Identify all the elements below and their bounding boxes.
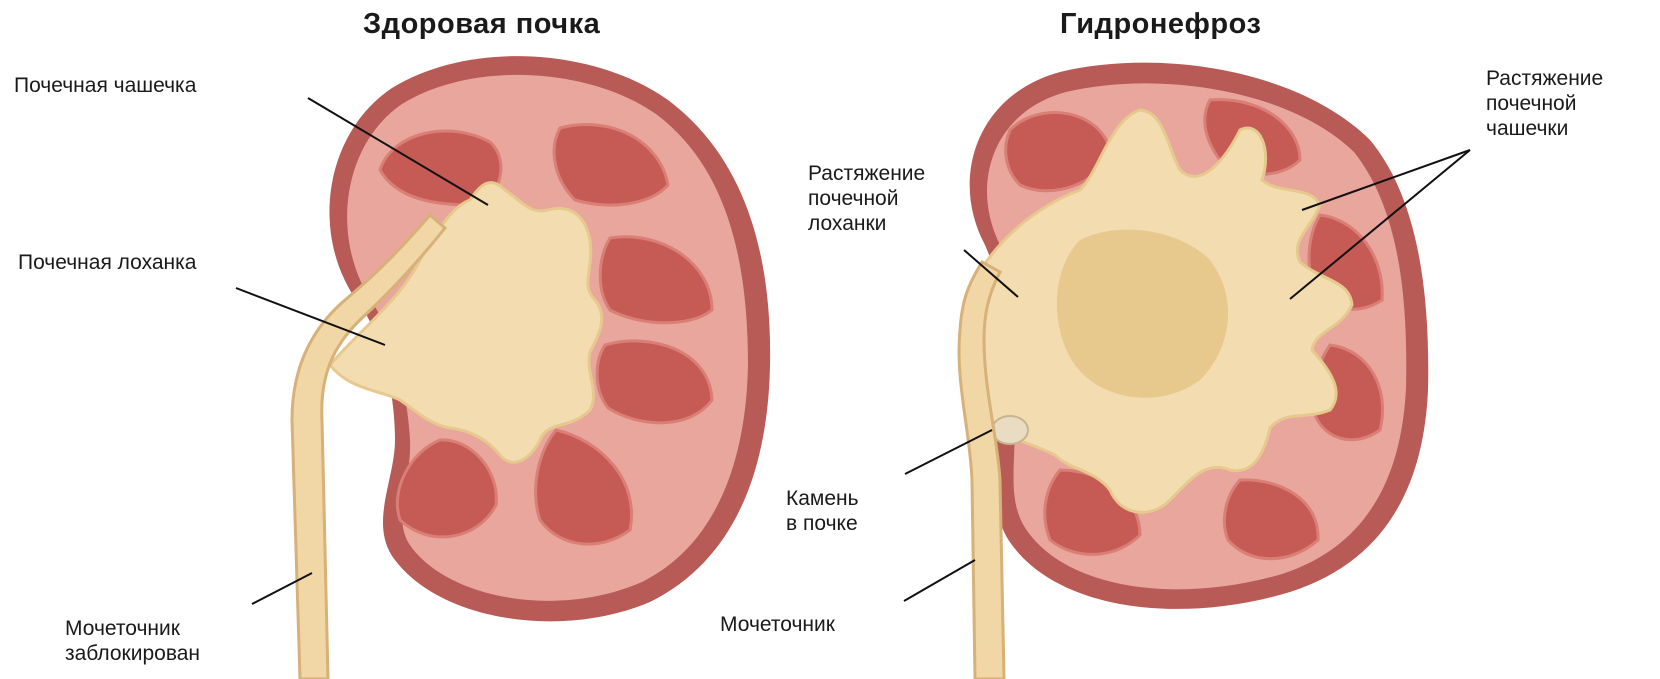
hydronephrosis-kidney-illustration: [959, 63, 1428, 679]
healthy-kidney-illustration: [292, 56, 770, 679]
hydronephrosis-title: Гидронефроз: [1060, 8, 1261, 41]
leader-hydronephrosis-ureter: [904, 560, 975, 601]
label-ureter-blocked: Мочеточник заблокирован: [65, 616, 200, 666]
kidney-stone: [992, 416, 1028, 444]
label-calyx-stretch: Растяжение почечной чашечки: [1486, 66, 1603, 141]
label-renal-calyx: Почечная чашечка: [14, 73, 196, 98]
healthy-kidney-title: Здоровая почка: [363, 8, 600, 41]
label-pelvis-stretch: Растяжение почечной лоханки: [808, 161, 925, 236]
label-kidney-stone: Камень в почке: [786, 486, 859, 536]
label-renal-pelvis: Почечная лоханка: [18, 250, 196, 275]
label-hydronephrosis-ureter: Мочеточник: [720, 612, 835, 637]
dilated-pelvis-shading: [1057, 230, 1228, 398]
